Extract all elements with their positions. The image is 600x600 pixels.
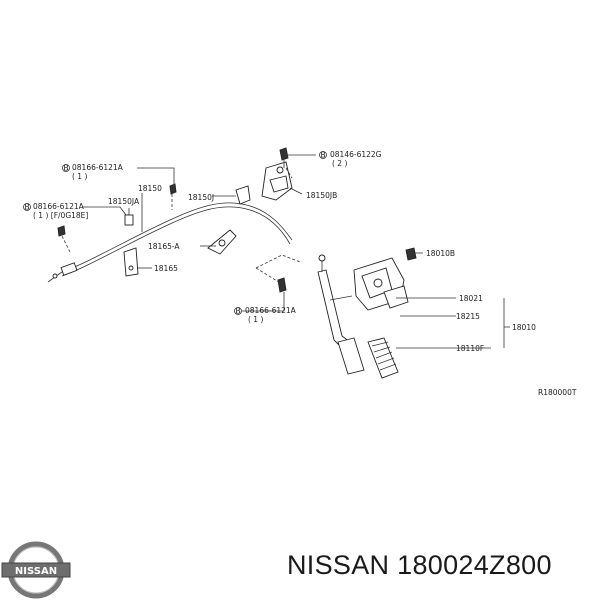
label-pedal-pad: 18110F [456, 344, 484, 353]
label-bolt-top-left: 08166-6121A [72, 163, 124, 172]
label-clip-a: 18165-A [148, 242, 180, 251]
label-bolt-top-right: 08146-6122G [330, 150, 382, 159]
figure-code: R180000T [538, 388, 577, 397]
label-pedal-bracket: 18215 [456, 312, 480, 321]
leader-dashed [171, 167, 301, 285]
label-pedal-arm: 18021 [459, 294, 483, 303]
svg-text:B: B [64, 164, 69, 173]
svg-text:B: B [236, 307, 241, 316]
label-bracket-j: 18150J [188, 193, 214, 202]
cable-end-left [47, 262, 78, 283]
cable-line-inner [61, 206, 291, 277]
bolt-bottom [277, 277, 287, 293]
bracket-18150j [235, 185, 251, 205]
cable-line [61, 202, 293, 273]
part-labels: B 08166-6121A ( 1 ) 18150 18150JA B 0816… [23, 150, 577, 397]
label-bolt-bottom-qty: ( 1 ) [248, 315, 263, 324]
label-bolt-left: 08166-6121A [33, 202, 85, 211]
label-bracket-jb: 18150JB [306, 191, 337, 200]
bolt-left [57, 225, 71, 253]
nissan-logo: NISSAN [1, 541, 71, 599]
bolt-top-right [279, 147, 289, 168]
leader-lines [82, 154, 510, 349]
bolt-top-left [169, 183, 177, 195]
label-bolt-bottom: 08166-6121A [245, 306, 297, 315]
clip-18165a [207, 229, 237, 255]
label-bolt-top-right-qty: ( 2 ) [332, 159, 347, 168]
label-cable: 18150 [138, 184, 162, 193]
part-number-caption: NISSAN 180024Z800 [287, 550, 552, 580]
label-bolt-top-left-qty: ( 1 ) [72, 172, 87, 181]
clip-18150ja [124, 208, 134, 226]
label-bracket-ja: 18150JA [108, 197, 140, 206]
label-nut: 18010B [426, 249, 455, 258]
svg-text:B: B [321, 151, 326, 160]
clip-18165 [123, 247, 139, 277]
pedal-assembly [317, 247, 417, 379]
logo-text: NISSAN [15, 566, 57, 577]
svg-text:B: B [25, 203, 30, 212]
bracket-18150jb [261, 161, 293, 201]
label-clip: 18165 [154, 264, 178, 273]
label-pedal-assy: 18010 [512, 323, 536, 332]
label-bolt-left-note: ( 1 ) [F/0G18E] [33, 211, 88, 220]
